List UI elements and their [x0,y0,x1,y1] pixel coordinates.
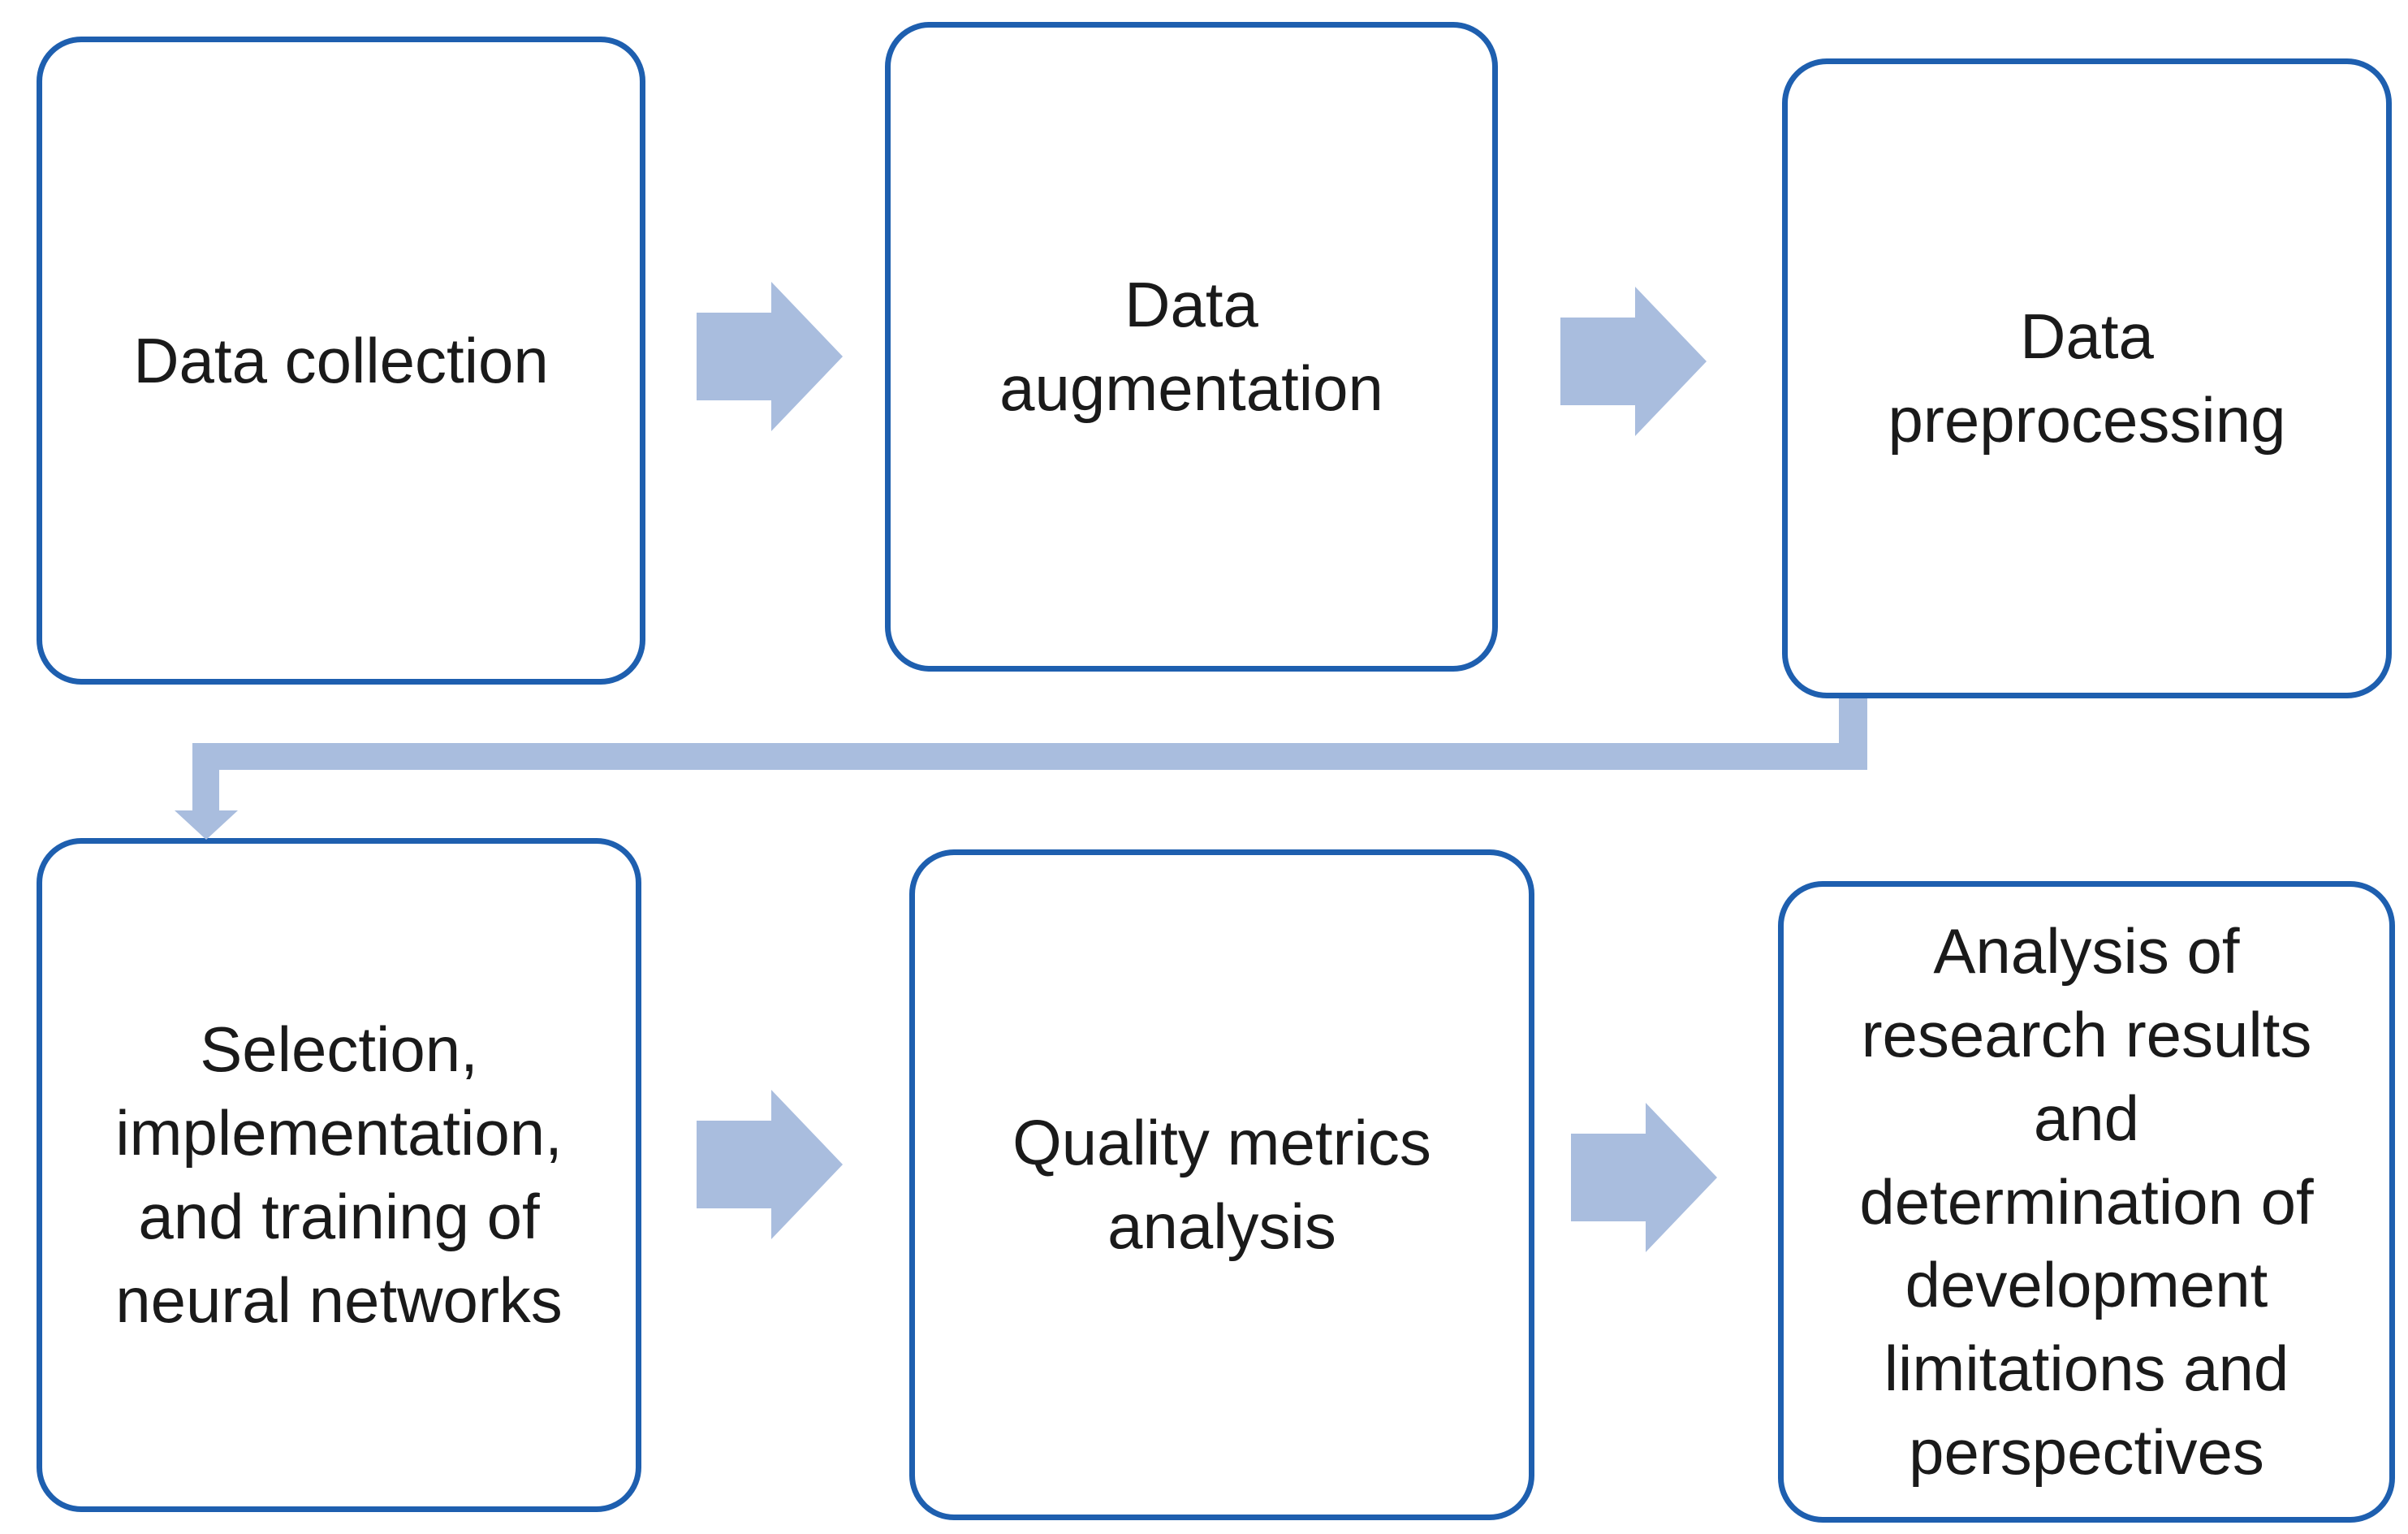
block-arrow-right-icon [697,1090,843,1239]
node-label: Data augmentation [999,269,1383,424]
block-arrow-right-icon [1571,1103,1717,1252]
node-data-augmentation: Data augmentation [885,22,1498,672]
node-label: Quality metrics analysis [1012,1107,1431,1262]
node-data-preprocessing: Data preprocessing [1782,58,2392,698]
block-arrow-right-icon [697,282,843,431]
node-results-analysis: Analysis of research results and determi… [1778,881,2395,1523]
arrow-down-head-icon [175,810,238,840]
elbow-connector-drop [192,743,219,812]
node-label: Data collection [133,324,549,396]
node-label: Data preprocessing [1888,300,2286,456]
elbow-connector-band [192,743,1867,770]
block-arrow-right-icon [1560,287,1707,436]
node-nn-selection: Selection, implementation, and training … [37,838,641,1512]
node-quality-metrics: Quality metrics analysis [909,849,1534,1520]
node-label: Selection, implementation, and training … [115,1013,563,1336]
node-label: Analysis of research results and determi… [1859,914,2314,1489]
node-data-collection: Data collection [37,37,645,685]
